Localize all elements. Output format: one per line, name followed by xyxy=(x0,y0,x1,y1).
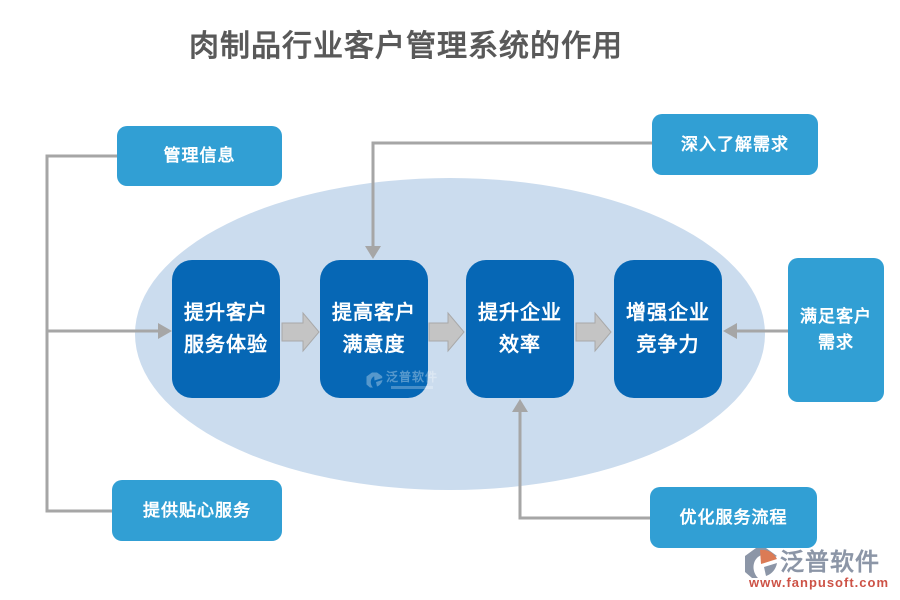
node-manage-info: 管理信息 xyxy=(117,126,282,186)
left-bracket-line xyxy=(45,154,117,513)
flow-label-line1: 提升企业 xyxy=(478,302,562,324)
node-understand-needs: 深入了解需求 xyxy=(652,114,818,175)
flow-label-line2: 效率 xyxy=(499,334,541,356)
bottom-right-elbow-line xyxy=(518,411,650,520)
inner-watermark: 泛普软件 xyxy=(366,371,438,389)
top-right-elbow-line xyxy=(371,141,652,247)
block-arrow-icon xyxy=(428,311,465,353)
inner-watermark-subline xyxy=(391,386,433,389)
flow-node-service-experience: 提升客户 服务体验 xyxy=(172,260,280,398)
flow-node-enterprise-efficiency: 提升企业 效率 xyxy=(466,260,574,398)
arrowhead-left-icon xyxy=(723,323,737,339)
fanpu-logo-icon xyxy=(745,548,777,578)
flow-node-customer-satisfaction: 提高客户 满意度 xyxy=(320,260,428,398)
node-label: 优化服务流程 xyxy=(679,507,788,527)
block-arrow-icon xyxy=(281,311,320,353)
flow-label-line2: 满意度 xyxy=(342,334,406,356)
fanpu-logo-icon xyxy=(366,372,383,388)
flow-label-line2: 服务体验 xyxy=(184,334,268,356)
flow-label-line2: 竞争力 xyxy=(636,334,700,356)
arrowhead-right-icon xyxy=(158,323,172,339)
brand-name: 泛普软件 xyxy=(780,549,880,576)
node-optimize-process: 优化服务流程 xyxy=(650,487,817,548)
flow-label-line1: 提升客户 xyxy=(184,302,268,324)
node-satisfy-needs: 满足客户 需求 xyxy=(788,258,884,402)
block-arrow-icon xyxy=(575,311,612,353)
node-label-line1: 满足客户 xyxy=(800,307,872,326)
arrowhead-down-icon xyxy=(365,246,381,259)
connector-arrowheads xyxy=(158,246,737,412)
node-label: 提供贴心服务 xyxy=(143,500,251,520)
connector-segments xyxy=(45,141,788,520)
inner-watermark-text: 泛普软件 xyxy=(386,370,439,384)
arrowhead-up-icon xyxy=(512,399,528,412)
flow-node-competitiveness: 增强企业 竞争力 xyxy=(614,260,722,398)
flow-label-line1: 增强企业 xyxy=(626,302,710,324)
node-considerate-service: 提供贴心服务 xyxy=(112,480,282,541)
brand-url: www.fanpusoft.com xyxy=(748,575,890,590)
page-title: 肉制品行业客户管理系统的作用 xyxy=(189,30,623,63)
flow-label-line1: 提高客户 xyxy=(332,302,416,324)
flow-block-arrows xyxy=(281,311,612,353)
node-label: 深入了解需求 xyxy=(681,134,789,154)
node-label-line2: 需求 xyxy=(818,333,854,352)
node-label: 管理信息 xyxy=(163,146,236,165)
fanpu-brand-mark: 泛普软件 www.fanpusoft.com xyxy=(744,548,894,590)
